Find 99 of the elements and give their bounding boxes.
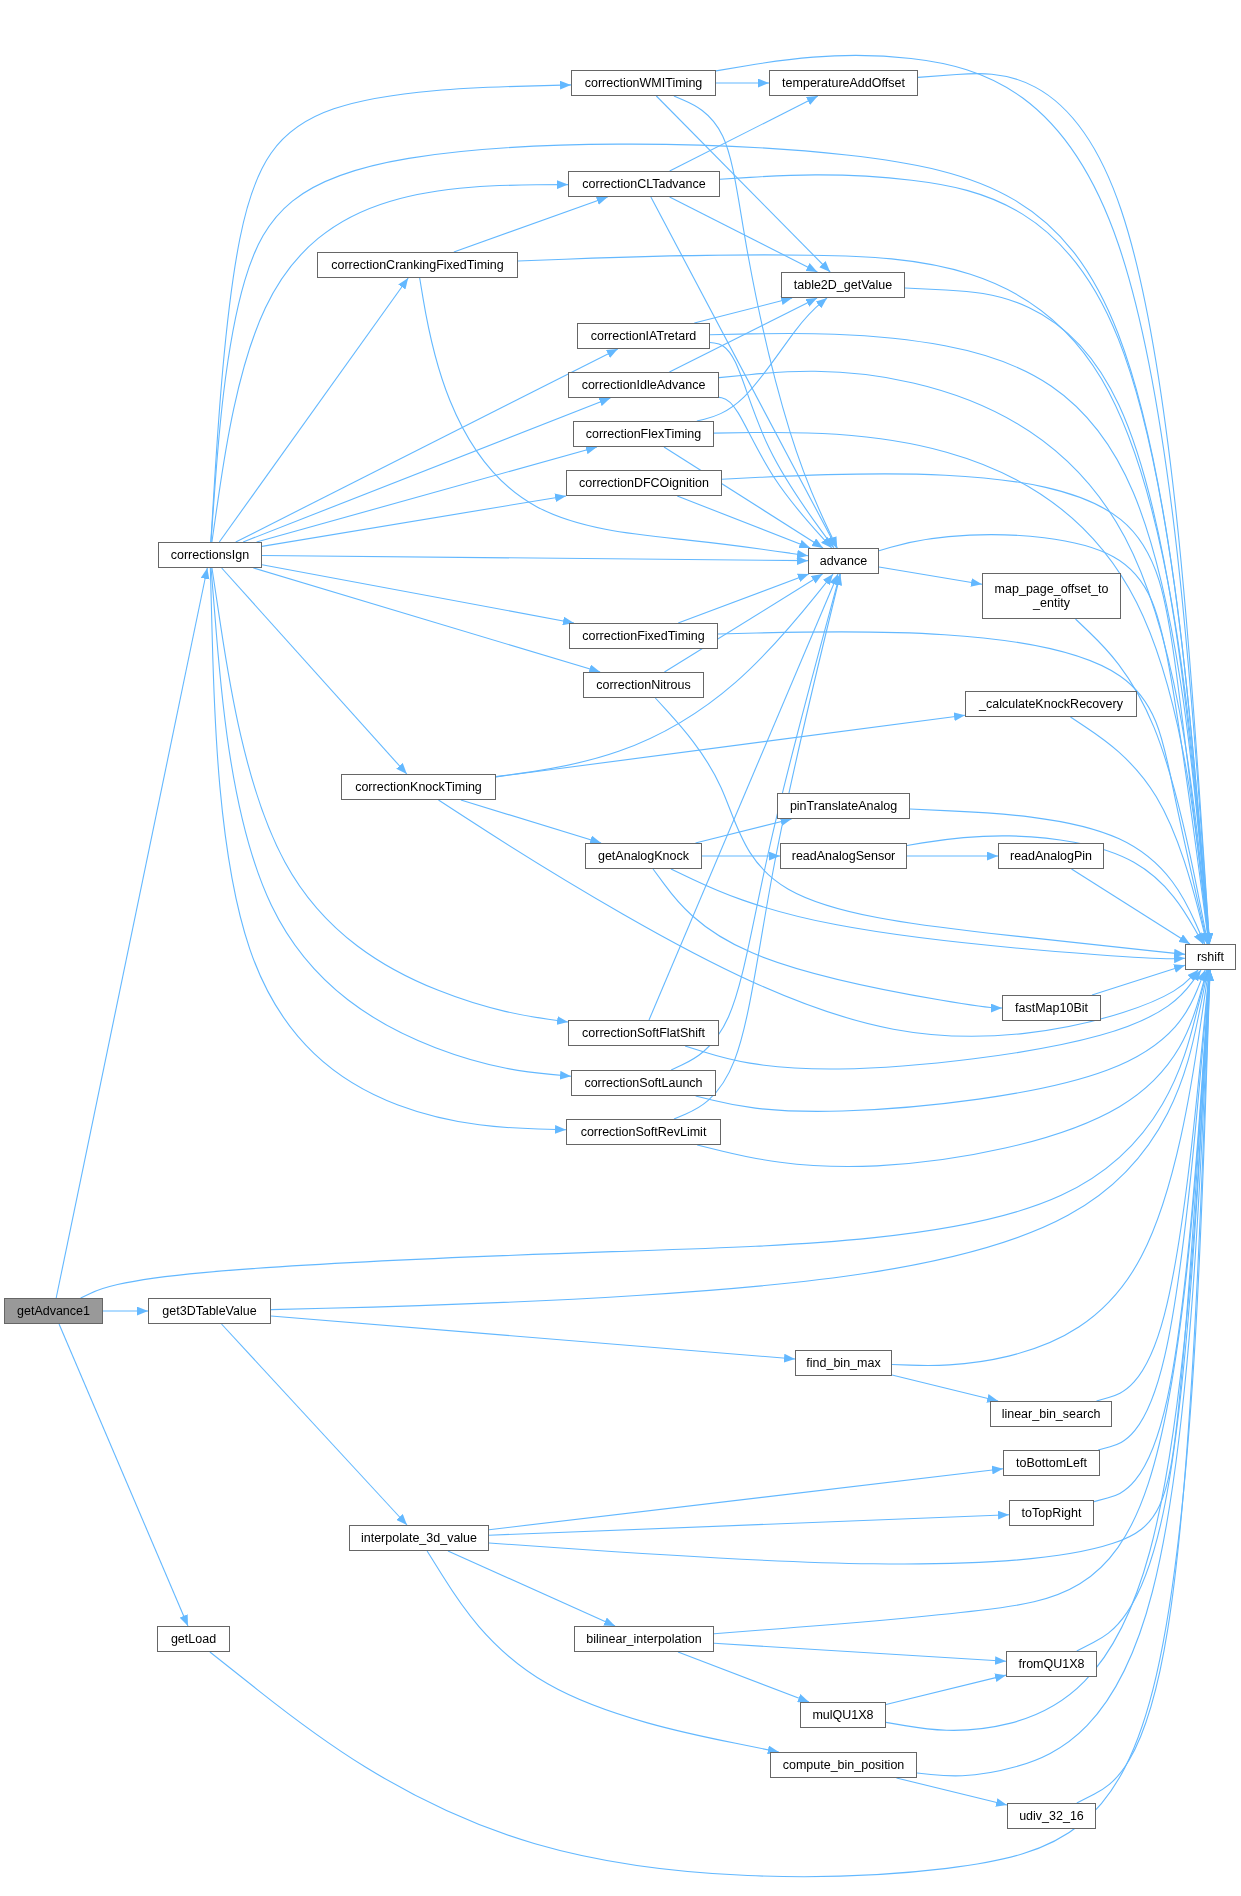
call-arrow: [270, 969, 1210, 1311]
call-arrow: [256, 445, 598, 543]
call-arrow: [906, 851, 999, 861]
function-box: fromQU1X8: [1006, 1651, 1097, 1677]
call-arrow: [488, 1510, 1010, 1536]
call-arrow: [670, 868, 1186, 964]
call-arrow: [220, 1323, 408, 1526]
function-box: fastMap10Bit: [1002, 995, 1101, 1021]
call-arrow: [701, 851, 781, 861]
function-box: getLoad: [157, 1626, 230, 1652]
call-arrow: [495, 712, 966, 778]
call-arrow: [460, 799, 602, 844]
call-arrow: [242, 397, 611, 543]
function-box: map_page_offset_to _entity: [982, 573, 1121, 619]
function-box: get3DTableValue: [148, 1298, 271, 1324]
call-arrow: [261, 554, 809, 565]
call-arrow: [694, 817, 793, 844]
function-box: _calculateKnockRecovery: [965, 691, 1137, 717]
function-box: rshift: [1185, 944, 1236, 970]
function-box: mulQU1X8: [800, 1702, 886, 1728]
call-arrow: [58, 1323, 189, 1627]
call-arrow: [419, 277, 809, 559]
call-arrow: [695, 969, 1206, 1112]
call-arrow: [453, 196, 609, 253]
call-arrow: [1069, 716, 1209, 945]
function-box: linear_bin_search: [990, 1401, 1112, 1427]
function-box: correctionIdleAdvance: [568, 372, 719, 398]
call-arrow: [211, 180, 569, 543]
call-arrow: [718, 396, 833, 549]
function-box: correctionCLTadvance: [568, 171, 720, 197]
call-arrow: [426, 1550, 780, 1755]
function-box: bilinear_interpolation: [574, 1626, 714, 1652]
call-arrow: [210, 80, 572, 543]
function-box: correctionSoftFlatShift: [568, 1020, 719, 1046]
function-box: temperatureAddOffset: [769, 70, 918, 96]
function-box: readAnalogPin: [998, 843, 1104, 869]
call-arrow: [668, 297, 818, 373]
function-box: udiv_32_16: [1007, 1803, 1096, 1829]
call-arrow: [677, 1651, 810, 1703]
call-arrow: [218, 277, 409, 543]
call-arrow: [684, 969, 1202, 1070]
call-arrow: [261, 493, 567, 547]
call-arrow: [677, 573, 810, 624]
call-arrow: [891, 969, 1212, 1366]
call-arrow: [270, 1315, 796, 1363]
call-arrow: [252, 567, 601, 674]
call-arrow: [669, 95, 819, 172]
function-box: correctionWMITiming: [571, 70, 716, 96]
function-box: toBottomLeft: [1003, 1450, 1100, 1476]
call-arrow: [1071, 868, 1191, 945]
function-box: correctionSoftLaunch: [571, 1070, 716, 1096]
call-arrow: [878, 566, 983, 587]
call-arrow: [663, 573, 824, 673]
call-arrow: [676, 495, 811, 549]
call-arrow: [437, 799, 1199, 1037]
call-arrow: [102, 1306, 149, 1316]
call-arrow: [55, 567, 210, 1299]
call-arrow: [447, 1550, 616, 1627]
call-arrow: [655, 95, 831, 273]
call-arrow: [235, 348, 619, 543]
function-box: correctionCrankingFixedTiming: [317, 252, 518, 278]
call-arrow: [650, 196, 838, 549]
function-box: advance: [808, 548, 879, 574]
function-box: toTopRight: [1009, 1500, 1094, 1526]
call-arrow: [648, 573, 839, 1021]
call-arrow: [709, 342, 835, 549]
function-box: pinTranslateAnalog: [777, 793, 910, 819]
call-arrow: [669, 196, 818, 273]
function-box: correctionIATretard: [577, 323, 710, 349]
function-box: compute_bin_position: [770, 1752, 917, 1778]
call-arrow: [713, 1642, 1007, 1665]
function-box: getAnalogKnock: [585, 843, 702, 869]
function-box: correctionDFCOignition: [566, 470, 722, 496]
function-box: table2D_getValue: [781, 272, 905, 298]
function-box: correctionKnockTiming: [341, 774, 496, 800]
call-arrow: [909, 808, 1206, 945]
function-box: correctionNitrous: [583, 672, 704, 698]
call-arrow: [906, 835, 1204, 945]
function-box: interpolate_3d_value: [349, 1525, 489, 1551]
call-arrow: [885, 1673, 1007, 1706]
function-box: correctionSoftRevLimit: [566, 1119, 721, 1145]
call-arrow: [696, 969, 1209, 1168]
call-arrow: [891, 1374, 999, 1403]
call-arrow: [715, 78, 770, 88]
function-box: correctionFlexTiming: [573, 421, 714, 447]
function-box: correctionsIgn: [158, 542, 262, 568]
call-arrow: [652, 868, 1003, 1013]
call-arrow: [654, 697, 1186, 958]
function-box: find_bin_max: [795, 1350, 892, 1376]
call-arrow: [673, 95, 838, 549]
call-arrow: [221, 567, 408, 775]
call-arrow: [696, 297, 828, 422]
call-arrow: [488, 1465, 1004, 1531]
call-arrow: [1091, 964, 1186, 996]
call-arrow: [261, 564, 575, 626]
function-box: getAdvance1: [4, 1298, 103, 1324]
function-box: correctionFixedTiming: [569, 623, 718, 649]
call-arrow: [693, 296, 793, 324]
function-box: readAnalogSensor: [780, 843, 907, 869]
